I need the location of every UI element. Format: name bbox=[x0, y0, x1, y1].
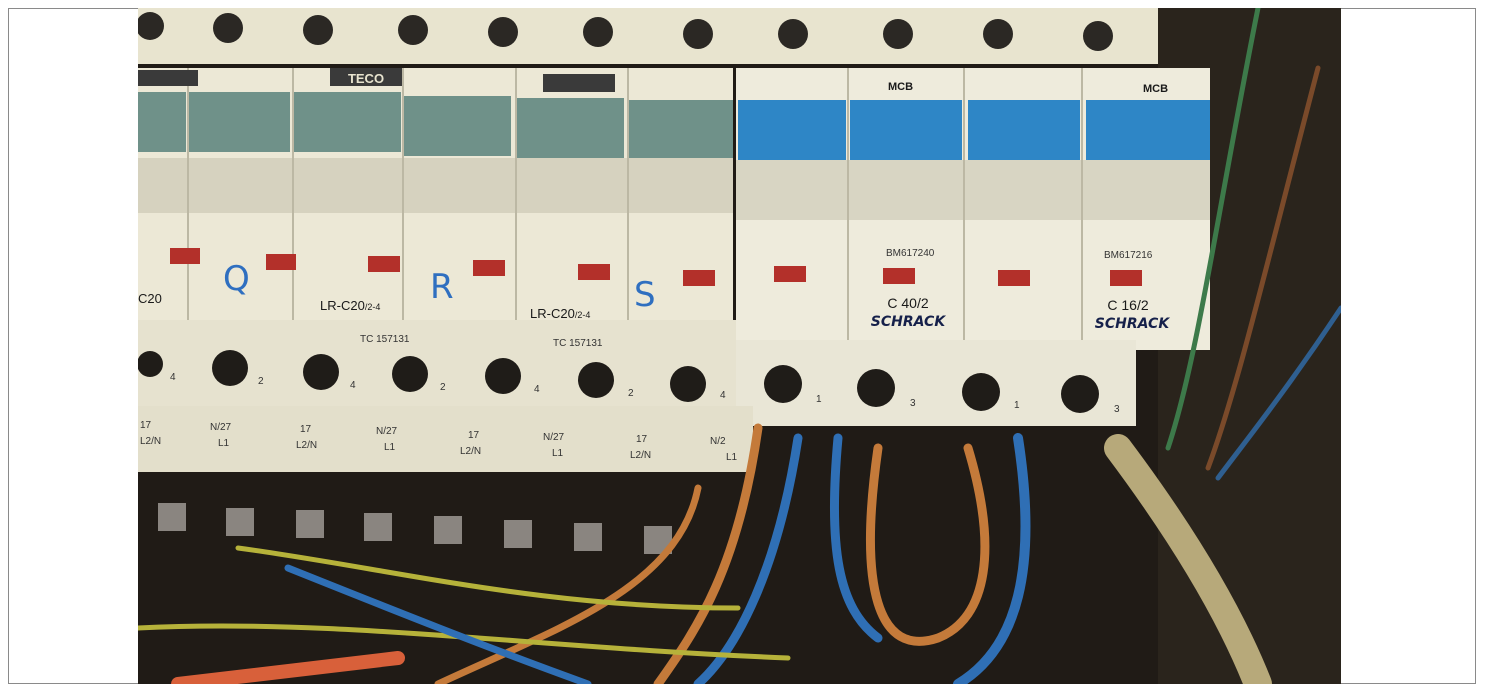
tc-label-2: TC 157131 bbox=[553, 338, 603, 349]
svg-text:4: 4 bbox=[720, 390, 726, 401]
schrack-brand-2: SCHRACK bbox=[1095, 316, 1171, 332]
mcb-label-1: MCB bbox=[888, 81, 913, 93]
svg-text:N/2: N/2 bbox=[710, 436, 726, 447]
svg-text:17: 17 bbox=[468, 430, 480, 441]
svg-text:N/27: N/27 bbox=[543, 432, 565, 443]
wiring bbox=[138, 8, 1341, 684]
svg-text:4: 4 bbox=[170, 372, 176, 383]
svg-text:L2/N: L2/N bbox=[460, 446, 481, 457]
svg-text:3: 3 bbox=[1114, 404, 1120, 415]
tc-label-1: TC 157131 bbox=[360, 334, 410, 345]
teco-rating-labels: C20 LR-C20/2-4 LR-C20/2-4 bbox=[138, 291, 590, 321]
svg-text:L1: L1 bbox=[384, 442, 396, 453]
schrack-brand-1: SCHRACK bbox=[871, 314, 947, 330]
top-terminal-holes bbox=[138, 12, 1113, 51]
svg-text:2: 2 bbox=[628, 388, 634, 399]
svg-text:3: 3 bbox=[910, 398, 916, 409]
svg-text:L2/N: L2/N bbox=[140, 436, 161, 447]
teco-brand-text: TECO bbox=[348, 71, 384, 86]
schrack-code-1: BM617240 bbox=[886, 248, 935, 259]
svg-text:N/27: N/27 bbox=[376, 426, 398, 437]
teco-breaker-bodies bbox=[138, 68, 733, 340]
teco-rating-2: LR-C20/2-4 bbox=[320, 298, 380, 313]
teco-indicators bbox=[170, 248, 715, 286]
svg-text:L2/N: L2/N bbox=[296, 440, 317, 451]
svg-text:L1: L1 bbox=[218, 438, 230, 449]
svg-text:4: 4 bbox=[534, 384, 540, 395]
teco-brand-plates: TECO bbox=[138, 68, 615, 92]
svg-text:1: 1 bbox=[816, 394, 822, 405]
svg-text:2: 2 bbox=[440, 382, 446, 393]
svg-text:N/27: N/27 bbox=[210, 422, 232, 433]
teco-rating-3: LR-C20/2-4 bbox=[530, 306, 590, 321]
phase-label-s: S bbox=[634, 275, 656, 315]
svg-text:17: 17 bbox=[140, 420, 152, 431]
svg-text:17: 17 bbox=[636, 434, 648, 445]
svg-text:L2/N: L2/N bbox=[630, 450, 651, 461]
schrack-rating-2: C 16/2 bbox=[1107, 297, 1148, 313]
svg-text:L1: L1 bbox=[552, 448, 564, 459]
circuit-breaker-photo: TECO Q R S C20 LR-C20/2-4 LR-C20/2-4 bbox=[138, 8, 1341, 684]
teco-rating-1: C20 bbox=[138, 291, 162, 306]
svg-text:2: 2 bbox=[258, 376, 264, 387]
phase-label-r: R bbox=[430, 267, 454, 307]
mcb-label-2: MCB bbox=[1143, 83, 1168, 95]
svg-text:17: 17 bbox=[300, 424, 312, 435]
schrack-code-2: BM617216 bbox=[1104, 250, 1153, 261]
photo-canvas: TECO Q R S C20 LR-C20/2-4 LR-C20/2-4 bbox=[138, 8, 1341, 684]
svg-text:1: 1 bbox=[1014, 400, 1020, 411]
phase-label-q: Q bbox=[223, 259, 250, 299]
svg-text:4: 4 bbox=[350, 380, 356, 391]
schrack-breaker-bodies bbox=[736, 68, 1210, 350]
lower-terminal-strip: TC 157131 TC 157131 4 2 4 2 4 2 4 1 3 1 … bbox=[138, 320, 1136, 426]
schrack-rating-1: C 40/2 bbox=[887, 295, 928, 311]
terminal-numbers: 4 2 4 2 4 2 4 1 3 1 3 bbox=[170, 372, 1120, 415]
schrack-labels: MCB MCB BM617240 BM617216 C 40/2 C 16/2 … bbox=[871, 81, 1171, 332]
svg-text:L1: L1 bbox=[726, 452, 738, 463]
